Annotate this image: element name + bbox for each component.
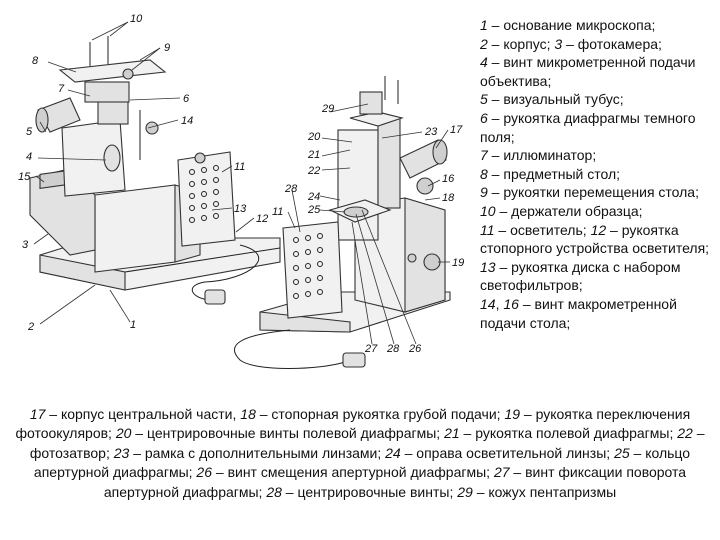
callout: 6	[183, 93, 190, 105]
right-microscope	[234, 76, 451, 369]
callout: 8	[32, 55, 39, 67]
legend-item: 10 – держатели образца;	[480, 202, 643, 219]
legend-item: 2 – корпус; 3 – фотокамера;	[480, 35, 662, 52]
legend-item: 1 – основание микроскопа;	[480, 17, 656, 33]
callout: 28	[284, 183, 298, 195]
legend-item: 5 – визуальный тубус;	[480, 91, 624, 108]
callout: 3	[22, 239, 29, 251]
callout: 13	[234, 203, 247, 215]
legend-item: 7 – иллюминатор;	[480, 147, 597, 164]
callout: 11	[234, 161, 245, 173]
legend-item: 4 – винт микрометренной подачи объектива…	[480, 54, 696, 89]
callout: 10	[130, 13, 143, 25]
microscope-diagram: 10 9 8 6 7 14 5 4 15 11 3 13 12 2 1 29 2…	[18, 13, 464, 369]
callout: 21	[307, 149, 320, 161]
callout: 17	[450, 124, 463, 136]
callout: 15	[18, 171, 31, 183]
legend-item: 9 – рукоятки перемещения стола;	[480, 184, 699, 201]
callout: 9	[164, 42, 170, 54]
callout: 28	[386, 343, 400, 355]
callout: 27	[364, 343, 378, 355]
callout: 18	[442, 192, 455, 204]
callout: 2	[27, 321, 34, 333]
callout: 25	[307, 204, 321, 216]
callout: 16	[442, 173, 455, 185]
callout: 4	[26, 151, 32, 163]
callout: 26	[408, 343, 422, 355]
legend-item: 6 – рукоятка диафрагмы темного поля;	[480, 109, 696, 145]
legend-item: 14, 16 – винт макрометренной подачи стол…	[480, 295, 677, 331]
left-microscope	[29, 36, 281, 305]
callout: 29	[321, 103, 334, 115]
callout: 11	[272, 206, 283, 218]
callout-labels: 10 9 8 6 7 14 5 4 15 11 3 13 12 2 1 29 2…	[18, 13, 464, 355]
callout: 1	[130, 319, 136, 331]
leader-lines	[33, 21, 450, 345]
legend-list: 1 – основание микроскопа; 2 – корпус; 3 …	[480, 16, 716, 332]
callout: 7	[58, 83, 65, 95]
callout: 14	[181, 115, 193, 127]
callout: 24	[307, 191, 320, 203]
legend-item: 11 – осветитель; 12 – рукоятка стопорног…	[480, 221, 710, 257]
callout: 23	[424, 126, 438, 138]
legend-item: 13 – рукоятка диска с набором светофильт…	[480, 258, 681, 294]
callout: 22	[307, 165, 320, 177]
legend-item: 8 – предметный стол;	[480, 165, 621, 182]
callout: 5	[26, 126, 33, 138]
caption-text: 17 – корпус центральной части, 18 – стоп…	[15, 406, 705, 500]
callout: 19	[452, 257, 464, 269]
callout: 12	[256, 213, 268, 225]
callout: 20	[307, 131, 321, 143]
